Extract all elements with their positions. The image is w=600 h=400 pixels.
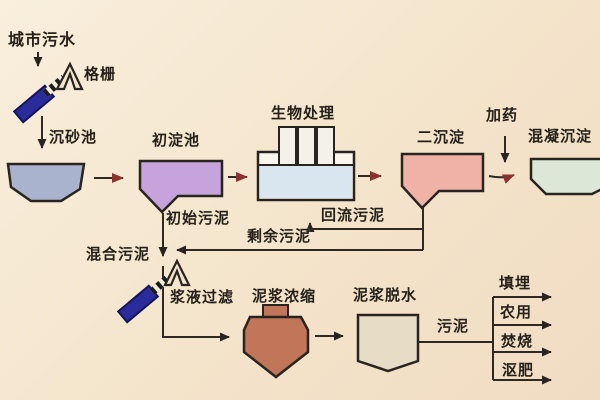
label-bar-screen: 格栅 [84,65,117,83]
label-slurry-dewatering: 泥浆脱水 [353,286,418,304]
label-coagulation-sedimentation: 混凝沉淀 [528,127,593,145]
arrow-filter-to-thickener [162,266,230,342]
label-slurry-thickening: 泥浆浓缩 [252,287,317,305]
screen-rake-icon [55,61,84,91]
arrow-return-sludge [305,222,423,232]
slurry-dewatering-tank [356,313,420,373]
label-disposal-composting: 沤肥 [502,361,535,379]
label-secondary-sedimentation: 二沉淀 [417,128,466,146]
primary-sedimentation-tank [138,159,224,214]
label-initial-sludge: 初始污泥 [166,209,231,227]
arrow-secondary-to-coagulation [488,174,515,184]
label-disposal-agricultural: 农用 [500,303,533,321]
bio-cell [297,126,316,166]
label-biological-treatment: 生物处理 [271,104,336,122]
label-city-sewage: 城市污水 [8,30,77,49]
slurry-filter-device [116,258,191,324]
label-excess-sludge: 剩余污泥 [247,227,312,245]
bio-cell [278,126,297,166]
grit-chamber-tank [6,162,86,203]
label-return-sludge: 回流污泥 [321,206,386,224]
label-sludge: 污泥 [437,317,470,335]
label-slurry-filtration: 浆液过滤 [170,288,235,306]
label-grit-chamber: 沉砂池 [49,128,98,146]
bar-screen-device [12,61,84,124]
label-dosing: 加药 [486,106,519,124]
slurry-thickener-tank [242,304,310,379]
label-disposal-incineration: 焚烧 [501,332,534,350]
label-disposal-landfill: 填埋 [499,274,532,292]
biological-treatment-tank [256,126,356,202]
coagulation-sedimentation-tank [529,157,600,196]
secondary-sedimentation-tank [400,152,485,210]
label-mixed-sludge: 混合污泥 [86,245,151,263]
filter-rake-icon [163,258,191,287]
bio-cell [316,126,335,166]
label-primary-sedimentation: 初淀池 [152,131,201,149]
